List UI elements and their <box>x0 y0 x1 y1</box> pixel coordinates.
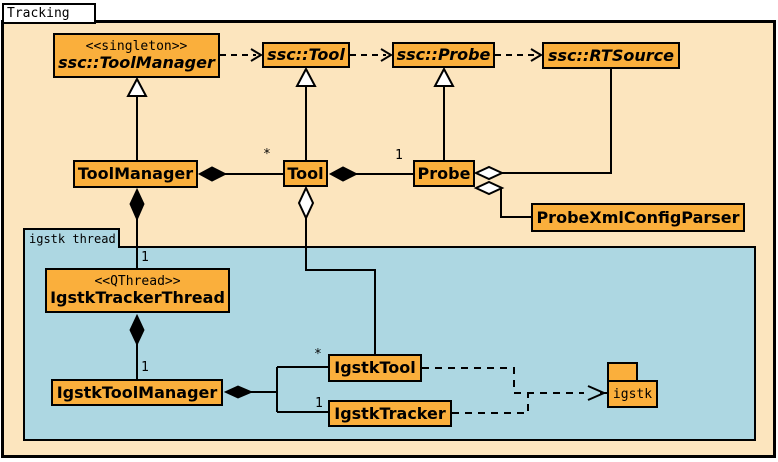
class-tool: Tool <box>283 160 328 187</box>
multiplicity-tool: * <box>263 147 271 162</box>
composition-diamond-icon <box>129 313 145 347</box>
class-name: IgstkTool <box>334 358 416 378</box>
dependency-arrowhead-icon <box>250 48 263 62</box>
stereotype-qthread: <<QThread>> <box>94 273 181 289</box>
stereotype-singleton: <<singleton>> <box>85 38 188 54</box>
class-igstktracker: IgstkTracker <box>328 400 452 427</box>
composition-diamond-icon <box>223 385 254 399</box>
igstk-package-folder: igstk <box>607 380 658 408</box>
generalization-triangle-icon <box>433 66 455 87</box>
aggregation-probe-rtsource <box>502 69 612 174</box>
aggregation-diamond-icon <box>473 180 505 196</box>
aggregation-probe-probexmlconfigparser <box>500 189 531 218</box>
dependency-igstktool-to-igstk <box>422 367 584 394</box>
generalization-triangle-icon <box>295 66 317 87</box>
dependency-igstktracker-to-igstk <box>452 392 529 414</box>
class-name: IgstkToolManager <box>56 382 218 402</box>
class-igstktool: IgstkTool <box>328 354 422 382</box>
composition-diamond-icon <box>129 187 145 222</box>
class-toolmanager: ToolManager <box>73 160 198 188</box>
class-ssc-rtsource: ssc::RTSource <box>542 42 680 69</box>
class-name: ssc::Probe <box>396 45 491 65</box>
class-name: ssc::Tool <box>267 45 345 65</box>
class-name: IgstkTrackerThread <box>50 287 225 307</box>
multiplicity-trackerthread: 1 <box>141 250 149 265</box>
composition-diamond-icon <box>328 166 359 182</box>
composition-igstktoolmanager-branch <box>251 366 328 413</box>
tracking-package-title: Tracking <box>7 6 70 21</box>
class-name: Probe <box>417 163 471 183</box>
tracking-package-tab: Tracking <box>2 3 96 24</box>
igstk-package-label: igstk <box>612 386 653 402</box>
class-name: IgstkTracker <box>334 403 446 423</box>
aggregation-diamond-icon <box>297 185 315 221</box>
class-name: ssc::ToolManager <box>58 52 215 72</box>
igstk-thread-frame-label: igstk thread <box>29 232 116 246</box>
class-ssc-toolmanager: <<singleton>> ssc::ToolManager <box>53 33 220 78</box>
class-name: ToolManager <box>77 164 194 184</box>
dependency-arrowhead-icon <box>587 385 607 401</box>
aggregation-tool-igstktool <box>305 218 376 354</box>
multiplicity-probe: 1 <box>395 148 403 163</box>
class-probe: Probe <box>413 160 475 187</box>
generalization-triangle-icon <box>126 76 148 97</box>
class-igstktoolmanager: IgstkToolManager <box>51 379 223 406</box>
multiplicity-igstktracker: 1 <box>315 396 323 411</box>
multiplicity-igstktool: * <box>314 347 322 362</box>
dependency-arrowhead-icon <box>530 48 543 62</box>
class-igstktrackerthread: <<QThread>> IgstkTrackerThread <box>45 268 230 313</box>
class-name: Tool <box>287 163 324 183</box>
igstk-package-folder-tab-icon <box>607 362 638 382</box>
aggregation-diamond-icon <box>473 165 505 181</box>
class-ssc-tool: ssc::Tool <box>262 42 350 68</box>
igstk-thread-frame-tab: igstk thread <box>23 228 120 248</box>
class-name: ProbeXmlConfigParser <box>536 207 740 227</box>
class-name: ssc::RTSource <box>548 45 674 65</box>
composition-diamond-icon <box>197 166 228 182</box>
class-ssc-probe: ssc::Probe <box>392 42 495 68</box>
dependency-arrowhead-icon <box>380 48 393 62</box>
multiplicity-igstktoolmanager: 1 <box>141 360 149 375</box>
class-probexmlconfigparser: ProbeXmlConfigParser <box>531 203 745 232</box>
